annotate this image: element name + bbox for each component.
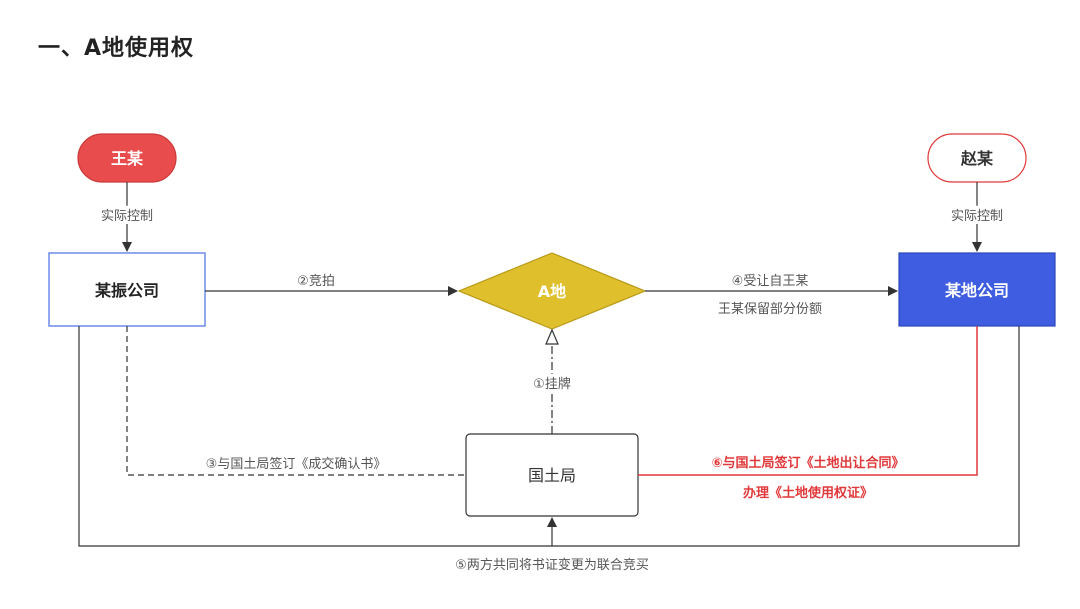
node-mouzhen-label: 某振公司 <box>94 281 159 300</box>
node-moudi: 某地公司 <box>898 252 1056 327</box>
node-zhao-label: 赵某 <box>960 149 994 168</box>
edge-contract <box>638 326 978 476</box>
node-wang: 王某 <box>77 133 177 183</box>
label-confirm-sign: ③与国土局签订《成交确认书》 <box>206 456 387 472</box>
node-moudi-label: 某地公司 <box>944 281 1009 300</box>
label-contract-line1: ⑥与国土局签订《土地出让合同》 <box>711 455 904 471</box>
label-contract-line2: 办理《土地使用权证》 <box>743 485 873 501</box>
label-zhao-control: 实际控制 <box>951 209 1003 224</box>
label-transfer-line1: ④受让自王某 <box>732 274 809 289</box>
page-title: 一、A地使用权 <box>38 36 195 61</box>
node-guotu: 国土局 <box>465 433 639 517</box>
label-listing: ①挂牌 <box>533 376 571 392</box>
label-joint-change: ⑤两方共同将书证变更为联合竞买 <box>455 557 649 573</box>
label-wang-control: 实际控制 <box>101 209 153 224</box>
node-wang-label: 王某 <box>111 149 144 168</box>
listing-arrow-head <box>545 328 559 345</box>
node-zhao: 赵某 <box>927 133 1027 183</box>
label-auction: ②竞拍 <box>297 273 335 289</box>
label-transfer-line2: 王某保留部分份额 <box>718 302 822 317</box>
edge-confirm-sign <box>126 326 466 476</box>
edge-joint-change <box>78 326 1020 547</box>
node-mouzhen: 某振公司 <box>48 252 206 327</box>
node-adi: A地 <box>457 252 647 330</box>
node-guotu-label: 国土局 <box>528 466 576 485</box>
node-adi-label: A地 <box>538 282 566 301</box>
